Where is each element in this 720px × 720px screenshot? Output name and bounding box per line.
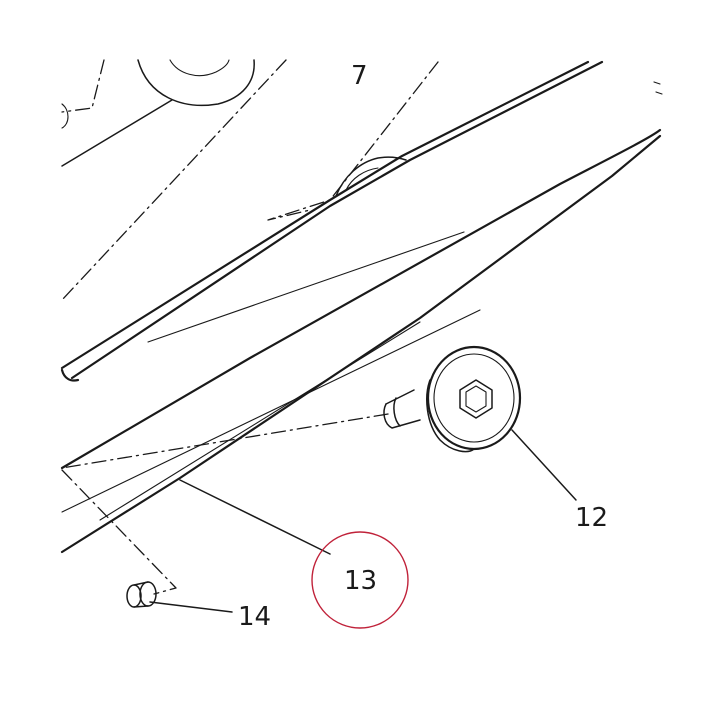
center-lines-bottom [61,413,389,595]
housing-fragment [61,59,255,167]
cylindrical-pin-icon [126,581,157,608]
leader-14 [149,601,233,613]
callout-12: 12 [575,503,608,533]
leader-lines [149,429,577,613]
bracket-arm [60,60,663,382]
leader-12 [511,429,577,501]
hex-socket-screw-icon [383,345,522,453]
callout-14: 14 [238,602,271,632]
highlight-circle [311,531,409,629]
callout-7: 7 [351,61,368,91]
center-lines-top [61,59,439,301]
callout-13: 13 [344,566,377,596]
leader-13 [179,479,331,555]
rail [60,128,662,554]
